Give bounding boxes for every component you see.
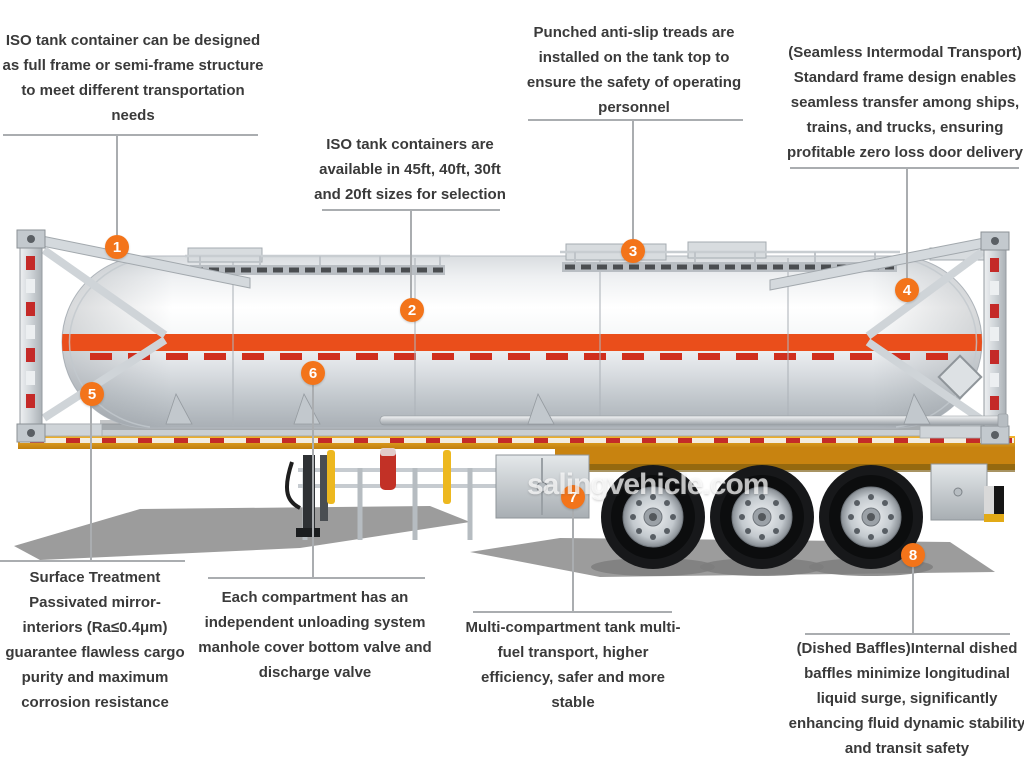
tank-stripe-dashes [90,353,948,360]
chassis [18,436,1015,472]
callout-5-text: Surface Treatment Passivated mirror-inte… [5,569,185,711]
tank-body [61,255,983,429]
callout-2-line [410,209,412,298]
callout-7-line [572,509,574,611]
callout-5-line [90,406,92,560]
callout-5-badge: 5 [80,382,104,406]
callout-6-line [312,385,314,577]
callout-2-text: ISO tank containers are available in 45f… [314,136,506,203]
tank-stripe [62,334,982,351]
yellow-handle [327,450,335,504]
anti-slip-tread [190,265,445,275]
callout-3-line [528,119,743,121]
callout-4-badge: 4 [895,278,919,302]
callout-6-badge: 6 [301,361,325,385]
wheel-2 [710,465,814,569]
wheel-1 [601,465,705,569]
callout-1-line [3,134,258,136]
callout-7-line [473,611,672,613]
callout-3-line [632,119,634,239]
compartment-seams [232,258,789,426]
callout-3-badge: 3 [621,239,645,263]
hazard-placard-diamond [937,354,983,400]
callout-6-line [208,577,425,579]
callout-6-text: Each compartment has an independent unlo… [198,589,432,681]
callout-1-badge: 1 [105,235,129,259]
crank-cable [284,461,301,510]
toolbox-rear [930,463,988,521]
callout-1-line [116,134,118,235]
rear-bumper-plate [984,486,1004,522]
reflective-post-stripes [990,258,999,410]
right-end-frame [769,231,1010,445]
callout-4-line [906,167,908,278]
fire-extinguisher [380,448,396,490]
callout-8-line [805,633,1010,635]
callout-5-line [0,560,185,562]
callout-8-badge: 8 [901,543,925,567]
callout-7-text: Multi-compartment tank multi-fuel transp… [465,619,681,711]
reflective-strip [20,438,1014,443]
landing-gear [284,448,500,540]
callout-7-badge: 7 [561,485,585,509]
callout-8-text: (Dished Baffles)Internal dished baffles … [788,640,1024,757]
callout-1-text: ISO tank container can be designed as fu… [2,32,264,124]
yellow-handle [443,450,451,504]
callout-4-text: (Seamless Intermodal Transport) Standard… [787,44,1023,161]
wheel-3 [819,465,923,569]
watermark-text: salingvehicle.com [527,468,769,501]
callout-4-line [790,167,1019,169]
left-end-frame [16,229,251,443]
reflective-post-stripes [26,256,35,408]
callout-2-badge: 2 [400,298,424,322]
callout-8-line [912,566,914,633]
callout-3-text: Punched anti-slip treads are installed o… [526,24,742,116]
